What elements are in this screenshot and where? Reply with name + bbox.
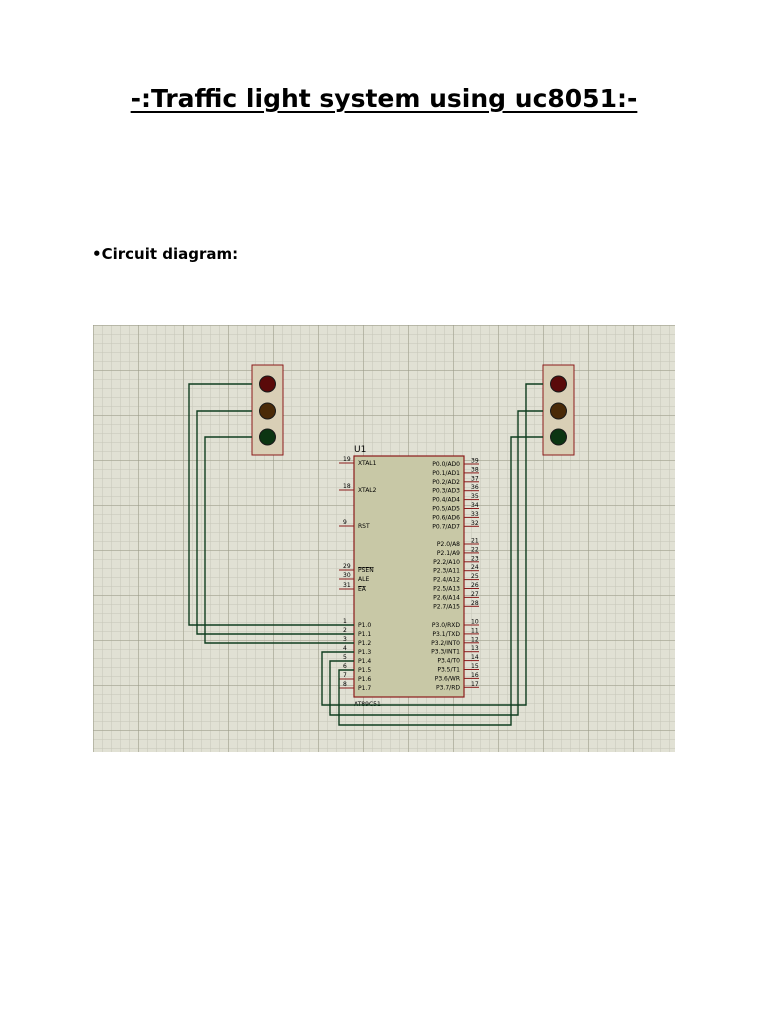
right-pin-label: P0.0/AD0 [432,461,460,468]
document-title: -:Traffic light system using uc8051:- [130,84,638,113]
left-pin-label: RST [358,523,370,530]
right-pin-number: 10 [471,619,479,626]
left-pin-number: 2 [343,627,347,634]
schematic-canvas: U1AT89C5119XTAL118XTAL29RST29PSEN30ALE31… [188,364,575,726]
right-pin-label: P2.6/A14 [433,594,460,601]
left-pin-number: 7 [343,672,347,679]
right-pin-label: P0.1/AD1 [432,470,460,477]
right-pin-label: P2.0/A8 [437,541,460,548]
left-pin-label: P1.3 [358,649,371,656]
left-pin-number: 1 [343,618,347,625]
right-pin-number: 11 [471,627,479,634]
left-pin-number: 29 [343,563,351,570]
left-pin-number: 31 [343,582,351,589]
connection-wire [204,436,354,644]
right-pin-number: 14 [471,654,479,661]
right-pin-label: P2.7/A15 [433,603,460,610]
right-pin-number: 17 [471,681,479,688]
right-pin-number: 27 [471,591,479,598]
left-pin-label: ALE [358,576,369,583]
connection-wire [188,383,354,626]
left-pin-number: 5 [343,654,347,661]
right-pin-number: 12 [471,636,479,643]
right-pin-number: 22 [471,546,479,553]
left-pin-label: EA [358,586,367,593]
left-pin-label: P1.2 [358,640,371,647]
right-pin-label: P0.3/AD3 [432,488,460,495]
left-pin-number: 30 [343,572,351,579]
left-pin-label: XTAL1 [358,460,377,467]
left-pin-number: 4 [343,645,347,652]
right-pin-label: P3.0/RXD [432,622,460,629]
lamp-yellow-left [259,402,276,420]
right-pin-label: P2.2/A10 [433,559,460,566]
connection-wire [196,410,354,635]
right-pin-label: P0.2/AD2 [432,479,460,486]
right-pin-label: P3.4/T0 [437,658,460,665]
lamp-red-left [259,375,276,393]
connection-wire [338,436,543,726]
right-pin-number: 33 [471,511,479,518]
lamp-yellow-right [550,402,567,420]
chip-reference-label: U1 [354,445,366,455]
right-pin-label: P3.5/T1 [437,667,460,674]
left-pin-label: PSEN [358,567,374,574]
right-pin-number: 25 [471,573,479,580]
left-pin-label: P1.1 [358,631,371,638]
right-pin-number: 26 [471,582,479,589]
left-pin-number: 3 [343,636,347,643]
connection-wire [329,410,543,716]
right-pin-label: P0.4/AD4 [432,497,460,504]
connection-wire [321,383,543,706]
lamp-green-left [259,428,276,446]
left-pin-label: P1.6 [358,676,371,683]
right-pin-number: 13 [471,645,479,652]
right-pin-label: P2.1/A9 [437,550,460,557]
section-heading-circuit-diagram: •Circuit diagram: [92,245,239,263]
right-pin-label: P3.3/INT1 [431,649,460,656]
left-pin-number: 6 [343,663,347,670]
right-pin-label: P2.4/A12 [433,577,460,584]
left-pin-label: P1.7 [358,685,371,692]
right-pin-label: P2.3/A11 [433,568,460,575]
right-pin-number: 34 [471,502,479,509]
right-pin-number: 39 [471,458,479,465]
right-pin-number: 21 [471,538,479,545]
right-pin-number: 38 [471,466,479,473]
right-pin-number: 35 [471,493,479,500]
right-pin-label: P3.1/TXD [432,631,460,638]
right-pin-number: 24 [471,564,479,571]
right-pin-number: 23 [471,555,479,562]
left-pin-label: XTAL2 [358,487,377,494]
right-pin-number: 36 [471,484,479,491]
left-pin-label: P1.5 [358,667,371,674]
right-pin-number: 16 [471,672,479,679]
left-pin-number: 8 [343,681,347,688]
right-pin-label: P0.7/AD7 [432,523,460,530]
right-pin-label: P3.2/INT0 [431,640,460,647]
right-pin-number: 32 [471,520,479,527]
right-pin-number: 28 [471,600,479,607]
right-pin-label: P3.6/WR [435,675,460,682]
left-pin-number: 19 [343,456,351,463]
right-pin-label: P0.6/AD6 [432,514,460,521]
right-pin-label: P0.5/AD5 [432,506,460,513]
left-pin-label: P1.0 [358,622,371,629]
left-pin-number: 18 [343,483,351,490]
left-pin-label: P1.4 [358,658,371,665]
right-pin-label: P2.5/A13 [433,586,460,593]
right-pin-number: 15 [471,663,479,670]
microcontroller-body [353,455,465,698]
lamp-red-right [550,375,567,393]
left-pin-number: 9 [343,519,347,526]
right-pin-number: 37 [471,475,479,482]
lamp-green-right [550,428,567,446]
right-pin-label: P3.7/RD [436,684,460,691]
